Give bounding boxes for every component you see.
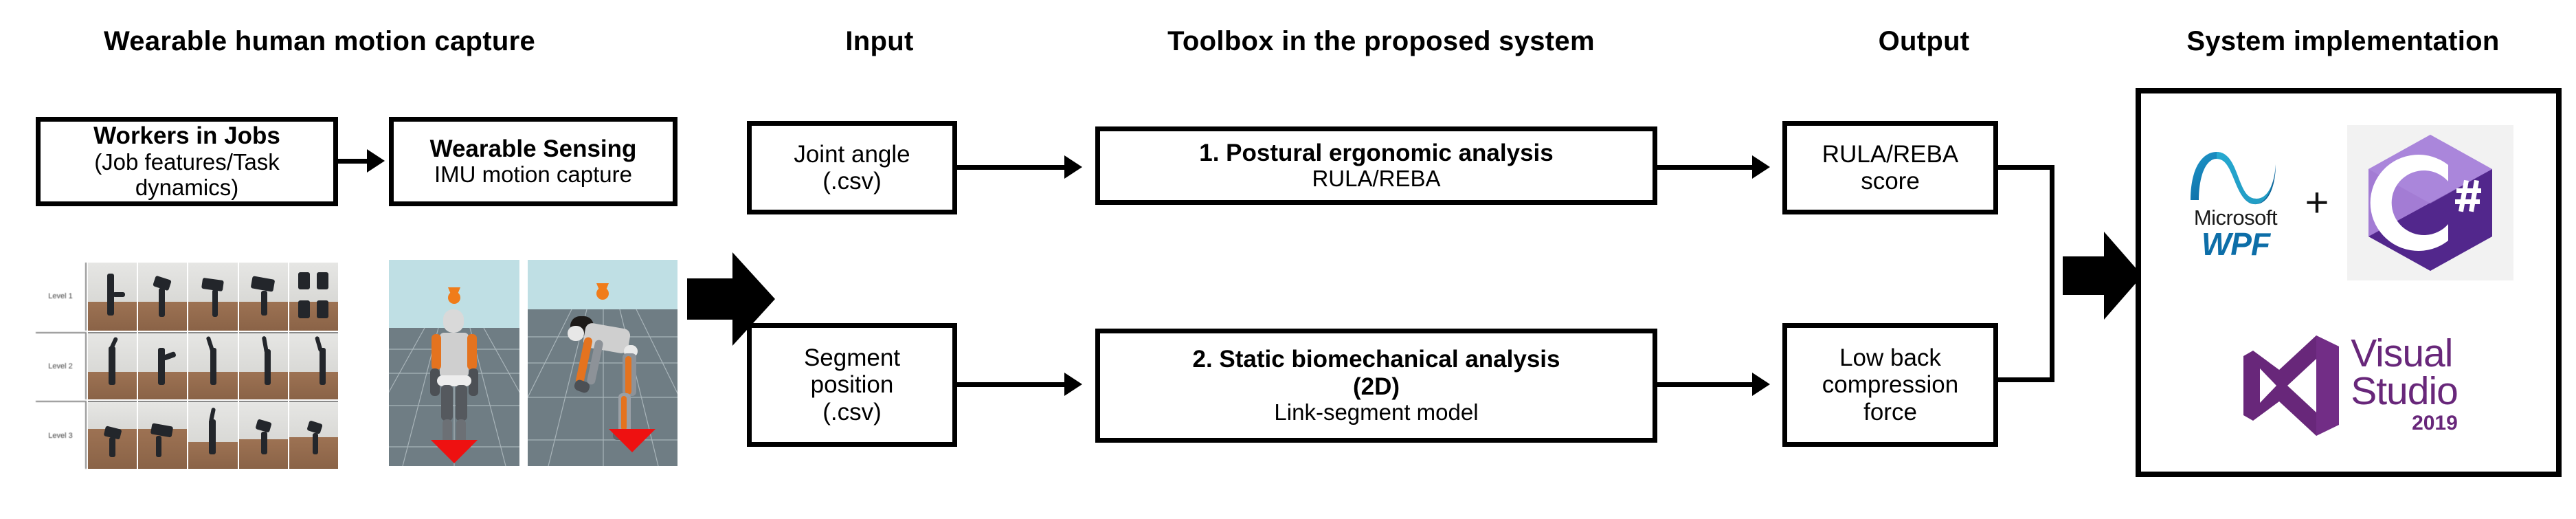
arrow-workers-to-sensing-line bbox=[338, 159, 370, 164]
vs-year: 2019 bbox=[2412, 411, 2458, 434]
toolbox-1-title: 1. Postural ergonomic analysis bbox=[1199, 139, 1554, 166]
output-box-low-back-force[interactable]: Low back compression force bbox=[1782, 323, 1998, 447]
input-box-joint-angle[interactable]: Joint angle (.csv) bbox=[747, 121, 957, 214]
output-1-line1: RULA/REBA bbox=[1822, 140, 1959, 168]
vs-line-studio: Studio bbox=[2351, 369, 2459, 413]
segment-position-line3: (.csv) bbox=[822, 398, 882, 426]
arrow-tool2-to-output2-head bbox=[1752, 373, 1770, 396]
output-box-rula-reba-score[interactable]: RULA/REBA score bbox=[1782, 121, 1998, 214]
toolbox-box-static-biomechanical[interactable]: 2. Static biomechanical analysis (2D) Li… bbox=[1095, 329, 1657, 443]
photo-cell bbox=[238, 331, 288, 400]
photo-cell bbox=[238, 263, 288, 331]
wearable-sensing-box[interactable]: Wearable Sensing IMU motion capture bbox=[389, 117, 677, 206]
toolbox-2-subtitle: Link-segment model bbox=[1274, 399, 1479, 425]
output-2-line3: force bbox=[1863, 398, 1917, 426]
photo-cell bbox=[188, 331, 238, 400]
sensing-box-subtitle: IMU motion capture bbox=[434, 162, 632, 188]
merge-bracket-bottom bbox=[1998, 377, 2054, 382]
input-box-segment-position[interactable]: Segment position (.csv) bbox=[747, 323, 957, 447]
photo-cell bbox=[238, 401, 288, 469]
toolbox-box-postural-ergonomic[interactable]: 1. Postural ergonomic analysis RULA/REBA bbox=[1095, 126, 1657, 205]
arrow-tool1-to-output1-head bbox=[1752, 155, 1770, 179]
photo-grid-row-label-1: Level 1 bbox=[36, 263, 87, 331]
avatar-standing-pose bbox=[389, 260, 519, 466]
photo-cell bbox=[289, 331, 338, 400]
merge-bracket-spine bbox=[2050, 165, 2054, 382]
csharp-logo bbox=[2347, 125, 2513, 280]
arrow-segment-to-tool2-head bbox=[1064, 373, 1082, 396]
segment-position-line2: position bbox=[810, 371, 894, 399]
arrow-joint-angle-to-tool1-line bbox=[957, 165, 1067, 170]
output-2-line2: compression bbox=[1822, 371, 1959, 399]
direction-cone-icon bbox=[431, 440, 478, 463]
segment-position-line1: Segment bbox=[803, 344, 901, 372]
toolbox-2-title: 2. Static biomechanical analysis bbox=[1192, 346, 1560, 373]
head-marker-icon bbox=[596, 283, 609, 300]
photo-cell bbox=[88, 263, 137, 331]
workers-in-jobs-box[interactable]: Workers in Jobs (Job features/Task dynam… bbox=[36, 117, 338, 206]
arrow-workers-to-sensing-head bbox=[367, 149, 385, 173]
photo-cell bbox=[88, 331, 137, 400]
workers-box-title: Workers in Jobs bbox=[93, 122, 280, 150]
photo-cell bbox=[138, 401, 188, 469]
arrow-tool1-to-output1-line bbox=[1657, 165, 1755, 170]
photo-cell bbox=[188, 263, 238, 331]
visual-studio-infinity-icon bbox=[2243, 335, 2340, 436]
header-toolbox: Toolbox in the proposed system bbox=[1167, 26, 1595, 56]
photo-cell bbox=[88, 401, 137, 469]
arrow-joint-angle-to-tool1-head bbox=[1064, 155, 1082, 179]
stage-arrow-capture-to-input bbox=[687, 251, 776, 347]
visual-studio-wordmark: Visual Studio 2019 bbox=[2351, 331, 2459, 434]
plus-icon: + bbox=[2305, 179, 2329, 225]
workers-box-line2: (Job features/Task bbox=[94, 148, 280, 175]
impl-row-wpf-csharp: Microsoft WPF + bbox=[2151, 125, 2546, 280]
avatar-bending-pose bbox=[528, 260, 677, 466]
sensing-box-title: Wearable Sensing bbox=[429, 135, 637, 162]
toolbox-2-title2: (2D) bbox=[1352, 373, 1400, 400]
dotnet-swoosh-icon bbox=[2191, 151, 2276, 204]
header-input: Input bbox=[845, 26, 914, 56]
photo-cell bbox=[289, 263, 338, 331]
visual-studio-logo: Visual Studio 2019 bbox=[2239, 330, 2459, 440]
header-system-implementation: System implementation bbox=[2186, 26, 2500, 56]
microsoft-wpf-logo: Microsoft WPF bbox=[2184, 146, 2287, 260]
joint-angle-line2: (.csv) bbox=[822, 168, 882, 195]
toolbox-1-subtitle: RULA/REBA bbox=[1312, 166, 1441, 192]
worker-photo-grid: Level 1 Level 2 bbox=[36, 263, 338, 469]
workers-box-line3: dynamics) bbox=[135, 174, 239, 200]
stage-arrow-output-to-implementation bbox=[2063, 230, 2144, 321]
photo-grid-row-label-2: Level 2 bbox=[36, 331, 87, 400]
photo-cell bbox=[138, 331, 188, 400]
header-output: Output bbox=[1878, 26, 1970, 56]
photo-cell bbox=[289, 401, 338, 469]
photo-cell bbox=[138, 263, 188, 331]
hash-glyph bbox=[2454, 179, 2481, 212]
output-1-line2: score bbox=[1861, 168, 1920, 195]
header-wearable-capture: Wearable human motion capture bbox=[103, 26, 536, 56]
photo-cell bbox=[188, 401, 238, 469]
direction-cone-icon bbox=[609, 429, 656, 452]
system-implementation-panel[interactable]: Microsoft WPF + bbox=[2136, 88, 2562, 477]
merge-bracket-top bbox=[1998, 165, 2054, 170]
wpf-wordmark: WPF bbox=[2201, 225, 2270, 262]
output-2-line1: Low back bbox=[1839, 344, 1941, 372]
photo-grid-row-label-3: Level 3 bbox=[36, 401, 87, 469]
arrow-tool2-to-output2-line bbox=[1657, 382, 1755, 387]
vs-line-visual: Visual bbox=[2351, 331, 2453, 376]
microsoft-wordmark: Microsoft bbox=[2193, 205, 2278, 230]
csharp-hexagon-icon bbox=[2368, 135, 2492, 271]
joint-angle-line1: Joint angle bbox=[794, 140, 910, 168]
arrow-segment-to-tool2-line bbox=[957, 382, 1067, 387]
head-marker-icon bbox=[448, 287, 460, 304]
